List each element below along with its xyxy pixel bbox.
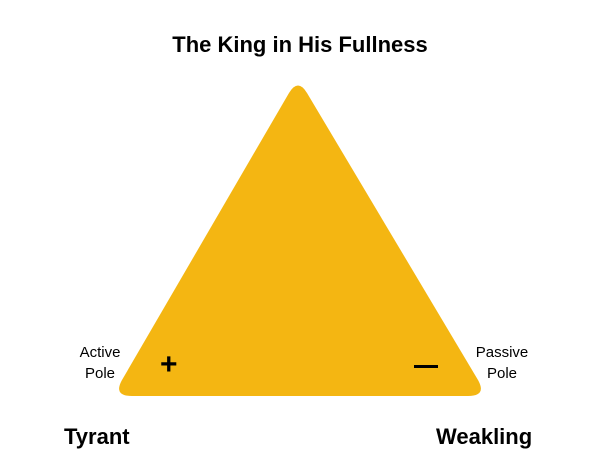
diagram-title: The King in His Fullness: [172, 32, 428, 57]
passive-pole-label: Passive Pole: [462, 342, 542, 384]
passive-pole-line1: Passive: [475, 344, 529, 361]
triangle-shape: [119, 85, 481, 396]
passive-pole-line2: Pole: [486, 365, 518, 382]
weakling-label: Weakling: [436, 424, 533, 449]
active-pole-line2: Pole: [84, 365, 116, 382]
plus-icon: +: [160, 348, 178, 381]
tyrant-label: Tyrant: [64, 424, 130, 449]
minus-icon: [414, 365, 438, 368]
active-pole-label: Active Pole: [62, 342, 138, 384]
active-pole-line1: Active: [79, 344, 121, 361]
